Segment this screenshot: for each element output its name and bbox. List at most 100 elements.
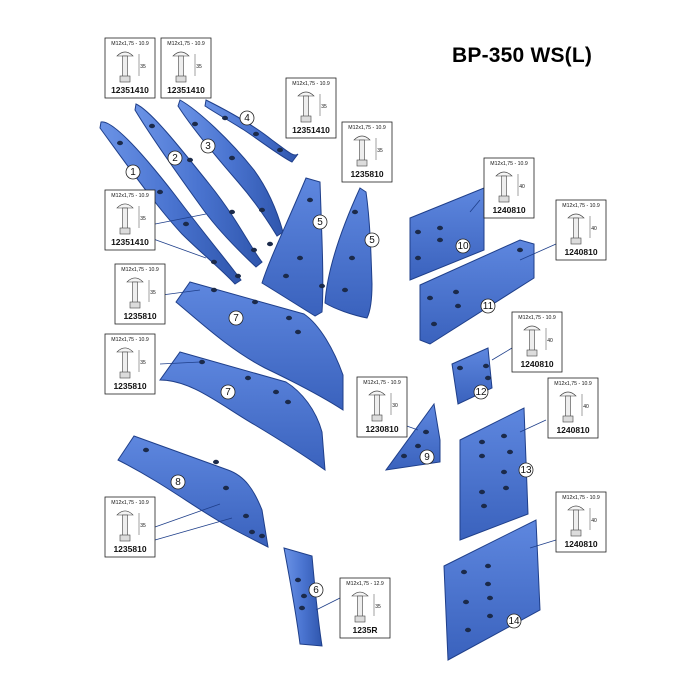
bolt-hole [485, 563, 491, 569]
bolt-spec-label: M12x1,75 - 10.9 [111, 41, 149, 47]
bolt-hole [427, 295, 433, 301]
bolt-part-code: 1235810 [113, 544, 146, 554]
bolt-hole [431, 321, 437, 327]
bolt-hole [295, 329, 301, 335]
bolt-part-code: 1235810 [123, 311, 156, 321]
bolt-hole [401, 453, 407, 459]
plate-10 [409, 187, 485, 281]
part-callout: 12 [473, 384, 489, 400]
bolt-hole [297, 255, 303, 261]
callout-number: 11 [483, 301, 494, 312]
bolt-length-label: 40 [591, 518, 597, 524]
bolt-hole [283, 273, 289, 279]
bolt-hole [143, 447, 149, 453]
bolt-length-label: 35 [140, 64, 146, 70]
bolt-spec-label: M12x1,75 - 10.9 [554, 381, 592, 387]
bolt-hole [479, 453, 485, 459]
bolt-part-code: 12351410 [167, 85, 205, 95]
bolt-part-code: 12351410 [111, 85, 149, 95]
bolt-spec-label: M12x1,75 - 10.9 [111, 500, 149, 506]
bolt-hole [307, 197, 313, 203]
bolt-hole [295, 577, 301, 583]
diagram-title: BP-350 WS(L) [452, 44, 593, 67]
bolt-hole [479, 439, 485, 445]
bolt-part-code: 1240810 [564, 247, 597, 257]
bolt-hole [461, 569, 467, 575]
bolt-hole [457, 365, 463, 371]
bolt-hole [455, 303, 461, 309]
bolt-length-label: 35 [140, 360, 146, 366]
part-callout: 4 [239, 110, 255, 126]
plate-8 [117, 435, 269, 548]
bolt-length-label: 35 [321, 104, 327, 110]
part-callout: 1 [125, 164, 141, 180]
part-callout: 13 [518, 462, 534, 478]
bolt-hole [349, 255, 355, 261]
bolt-spec-box: M12x1,75 - 10.9 35 12351410 [104, 37, 156, 99]
part-callout: 9 [419, 449, 435, 465]
bolt-hole [249, 529, 255, 535]
bolt-hole [267, 241, 273, 247]
part-callout: 11 [480, 298, 496, 314]
bolt-hole [251, 247, 257, 253]
bolt-hole [243, 513, 249, 519]
callout-number: 8 [175, 477, 181, 488]
bolt-spec-label: M12x1,75 - 12.9 [346, 581, 384, 587]
bolt-hole [352, 209, 358, 215]
bolt-hole [229, 209, 235, 215]
bolt-spec-label: M12x1,75 - 10.9 [363, 380, 401, 386]
bolt-hole [259, 533, 265, 539]
bolt-length-label: 40 [519, 184, 525, 190]
bolt-hole [423, 429, 429, 435]
bolt-hole [501, 433, 507, 439]
bolt-hole [517, 247, 523, 253]
bolt-hole [437, 237, 443, 243]
bolt-spec-label: M12x1,75 - 10.9 [292, 81, 330, 87]
callout-number: 4 [244, 113, 250, 124]
callout-number: 5 [369, 235, 375, 246]
bolt-hole [211, 287, 217, 293]
bolt-spec-box: M12x1,75 - 10.9 35 12351410 [285, 77, 337, 139]
bolt-length-label: 30 [392, 403, 398, 409]
part-callout: 8 [170, 474, 186, 490]
callout-number: 12 [475, 387, 487, 398]
bolt-part-code: 1230810 [365, 424, 398, 434]
bolt-hole [285, 399, 291, 405]
callout-number: 2 [172, 153, 178, 164]
bolt-hole [149, 123, 155, 129]
bolt-part-code: 1240810 [564, 539, 597, 549]
bolt-part-code: 1240810 [520, 359, 553, 369]
bolt-hole [483, 363, 489, 369]
bolt-part-code: 1240810 [556, 425, 589, 435]
bolt-spec-label: M12x1,75 - 10.9 [111, 337, 149, 343]
bolt-hole [199, 359, 205, 365]
callout-number: 5 [317, 217, 323, 228]
plate-5a [261, 177, 324, 317]
callout-number: 14 [508, 616, 520, 627]
bolt-hole [223, 485, 229, 491]
bolt-holes [117, 115, 523, 633]
bolt-hole [211, 259, 217, 265]
bolt-hole [222, 115, 228, 121]
bolt-length-label: 40 [583, 404, 589, 410]
callout-number: 13 [520, 465, 532, 476]
callout-number: 7 [233, 313, 239, 324]
bolt-length-label: 35 [377, 148, 383, 154]
bolt-hole [507, 449, 513, 455]
callout-number: 6 [313, 585, 319, 596]
callout-number: 7 [225, 387, 231, 398]
bolt-hole [485, 581, 491, 587]
bolt-spec-label: M12x1,75 - 10.9 [348, 125, 386, 131]
bolt-part-code: 12351410 [292, 125, 330, 135]
bolt-length-label: 35 [196, 64, 202, 70]
part-callout: 2 [167, 150, 183, 166]
callout-number: 10 [457, 241, 469, 252]
bolt-hole [487, 595, 493, 601]
